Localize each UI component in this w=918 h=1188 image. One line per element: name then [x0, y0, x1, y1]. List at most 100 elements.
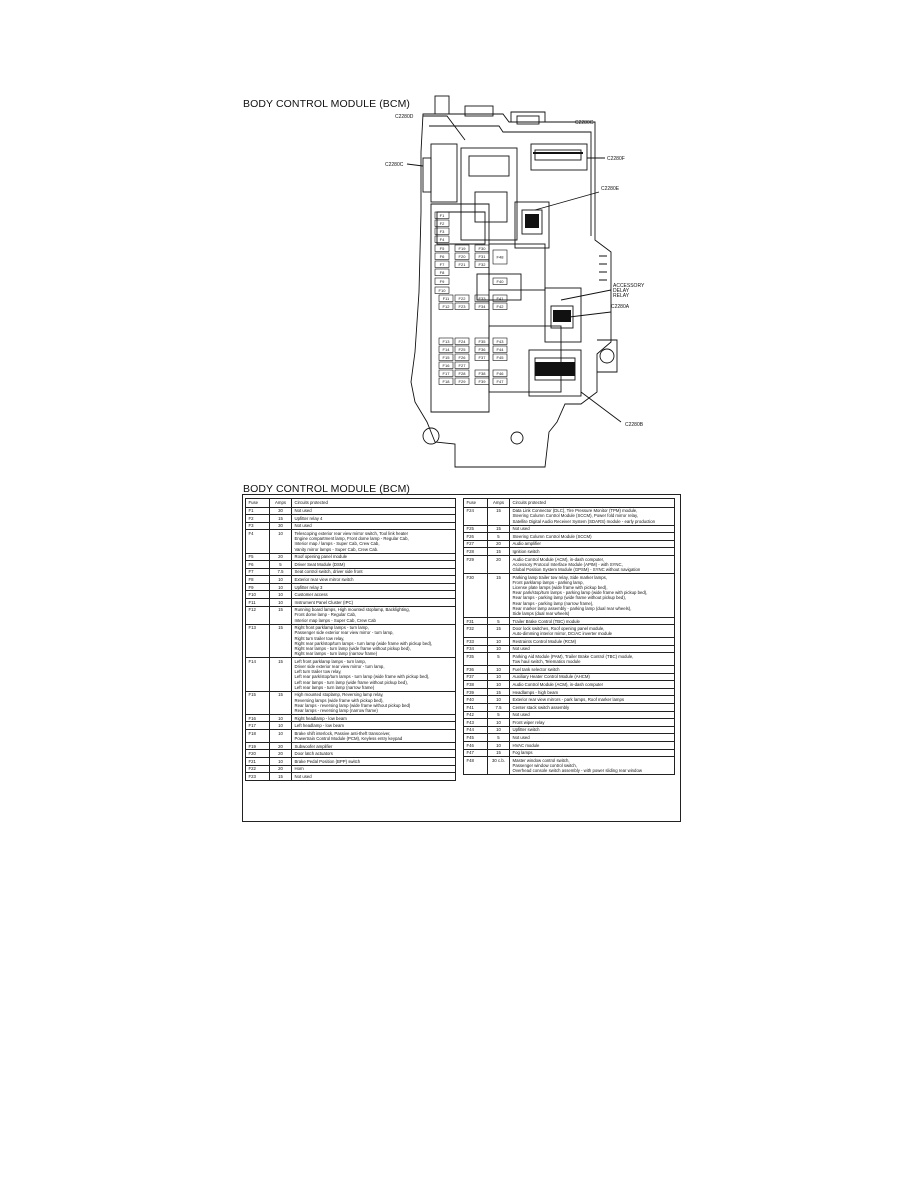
cell-fuse: F7: [245, 567, 270, 577]
fuse-label-f26: F26: [459, 355, 467, 360]
callout-c2280c: C2280C: [385, 162, 404, 168]
cell-circuits: Parking Aid Module (PAM), Trailer Brake …: [509, 652, 675, 667]
cell-circuits: Right headlamp - low beam: [291, 713, 456, 723]
fuse-label-f8: F8: [440, 270, 445, 275]
cell-fuse: F1: [245, 506, 270, 516]
cell-circuits: Not used: [291, 521, 456, 531]
cell-amps: 10: [487, 695, 510, 705]
cell-circuits: Audio amplifier: [509, 539, 675, 549]
cell-fuse: F43: [463, 718, 488, 727]
cell-fuse: F9: [245, 582, 270, 592]
fuse-cell-f46: [492, 369, 508, 377]
header-fuse: Fuse: [463, 498, 488, 508]
cell-amps: 10: [269, 590, 292, 599]
fuse-cell-f32: [474, 260, 490, 268]
fuse-label-f17: F17: [443, 371, 451, 376]
fuse-cell-f5: [434, 244, 450, 252]
fuse-cell-f43: [492, 337, 508, 345]
fuse-cell-f12: [438, 302, 454, 310]
fuse-cell-f20: [454, 252, 470, 260]
cell-amps: 10: [269, 721, 292, 731]
fuse-label-f31: F31: [479, 254, 487, 259]
header-circuits: Circuits protected: [509, 498, 675, 508]
fuse-label-f33: F33: [479, 296, 487, 301]
fuse-cell-f22: [454, 294, 470, 302]
cell-circuits: Audio Control Module (ACM), in-dash comp…: [509, 554, 675, 574]
callout-accessory-delay-relay-3: RELAY: [613, 293, 630, 299]
cell-circuits: HVAC module: [509, 740, 675, 750]
fuse-label-f39: F39: [479, 379, 487, 384]
cell-fuse: F35: [463, 652, 488, 667]
cell-fuse: F18: [245, 729, 270, 743]
cell-circuits: Steering Column Control Module (SCCM): [509, 532, 675, 541]
cell-circuits: Brake shift interlock, Passive anti-thef…: [291, 729, 456, 743]
fuse-cell-f13: [438, 337, 454, 345]
cell-fuse: F12: [245, 605, 270, 625]
fuse-label-f28: F28: [459, 371, 467, 376]
cell-circuits: Not used: [509, 524, 675, 534]
cell-amps: 10: [487, 637, 510, 646]
cell-circuits: Trailer Brake Control (TBC) module: [509, 616, 675, 626]
cell-circuits: Upfitter switch: [509, 725, 675, 735]
fuse-label-f14: F14: [443, 347, 451, 352]
cell-amps: 10: [487, 680, 510, 689]
fuse-label-f22: F22: [459, 296, 467, 301]
fuse-cell-f4: [434, 235, 450, 243]
cell-circuits: Ignition switch: [509, 547, 675, 556]
fuse-label-f36: F36: [479, 347, 487, 352]
cell-amps: 15: [269, 514, 292, 523]
cell-circuits: Fuel tank selector switch: [509, 665, 675, 674]
cell-fuse: F30: [463, 572, 488, 618]
fuse-cell-f37: [474, 353, 490, 361]
fuse-label-f27: F27: [459, 363, 467, 368]
cell-fuse: F10: [245, 590, 270, 599]
cell-amps: 5: [487, 532, 510, 541]
fuse-label-f13: F13: [443, 339, 451, 344]
cell-fuse: F4: [245, 529, 270, 554]
cell-amps: 30 c.b.: [487, 756, 510, 776]
cell-fuse: F25: [463, 524, 488, 534]
fuse-label-f5: F5: [440, 246, 445, 251]
cell-fuse: F41: [463, 703, 488, 712]
cell-amps: 10: [269, 529, 292, 554]
cell-fuse: F5: [245, 552, 270, 562]
diagram-title: BODY CONTROL MODULE (BCM): [243, 98, 411, 110]
fuse-label-f21: F21: [459, 262, 467, 267]
callout-accessory-delay-relay-1: ACCESSORY: [613, 283, 645, 289]
fuse-cell-f15: [438, 353, 454, 361]
cell-amps: 10: [487, 672, 510, 682]
fuse-label-f1: F1: [440, 213, 445, 218]
cell-fuse: F3: [245, 521, 270, 531]
cell-fuse: F45: [463, 733, 488, 742]
fuse-cell-f6: [434, 252, 450, 260]
cell-fuse: F32: [463, 624, 488, 639]
cell-amps: 15: [487, 506, 510, 526]
cell-fuse: F44: [463, 725, 488, 735]
fuse-label-f41: F41: [497, 296, 505, 301]
cell-circuits: Master window control switch,Passenger w…: [509, 756, 675, 776]
header-fuse: Fuse: [245, 498, 270, 508]
fuse-cell-f19: [454, 244, 470, 252]
fuse-label-f32: F32: [479, 262, 487, 267]
cell-amps: 15: [269, 657, 292, 692]
cell-circuits: Left front parklamp lamps - turn lamp,Dr…: [291, 657, 456, 692]
fuse-label-f16: F16: [443, 363, 451, 368]
cell-amps: 10: [269, 713, 292, 723]
fuse-label-f18: F18: [443, 379, 451, 384]
cell-amps: 30: [269, 521, 292, 531]
cell-amps: 10: [487, 740, 510, 750]
